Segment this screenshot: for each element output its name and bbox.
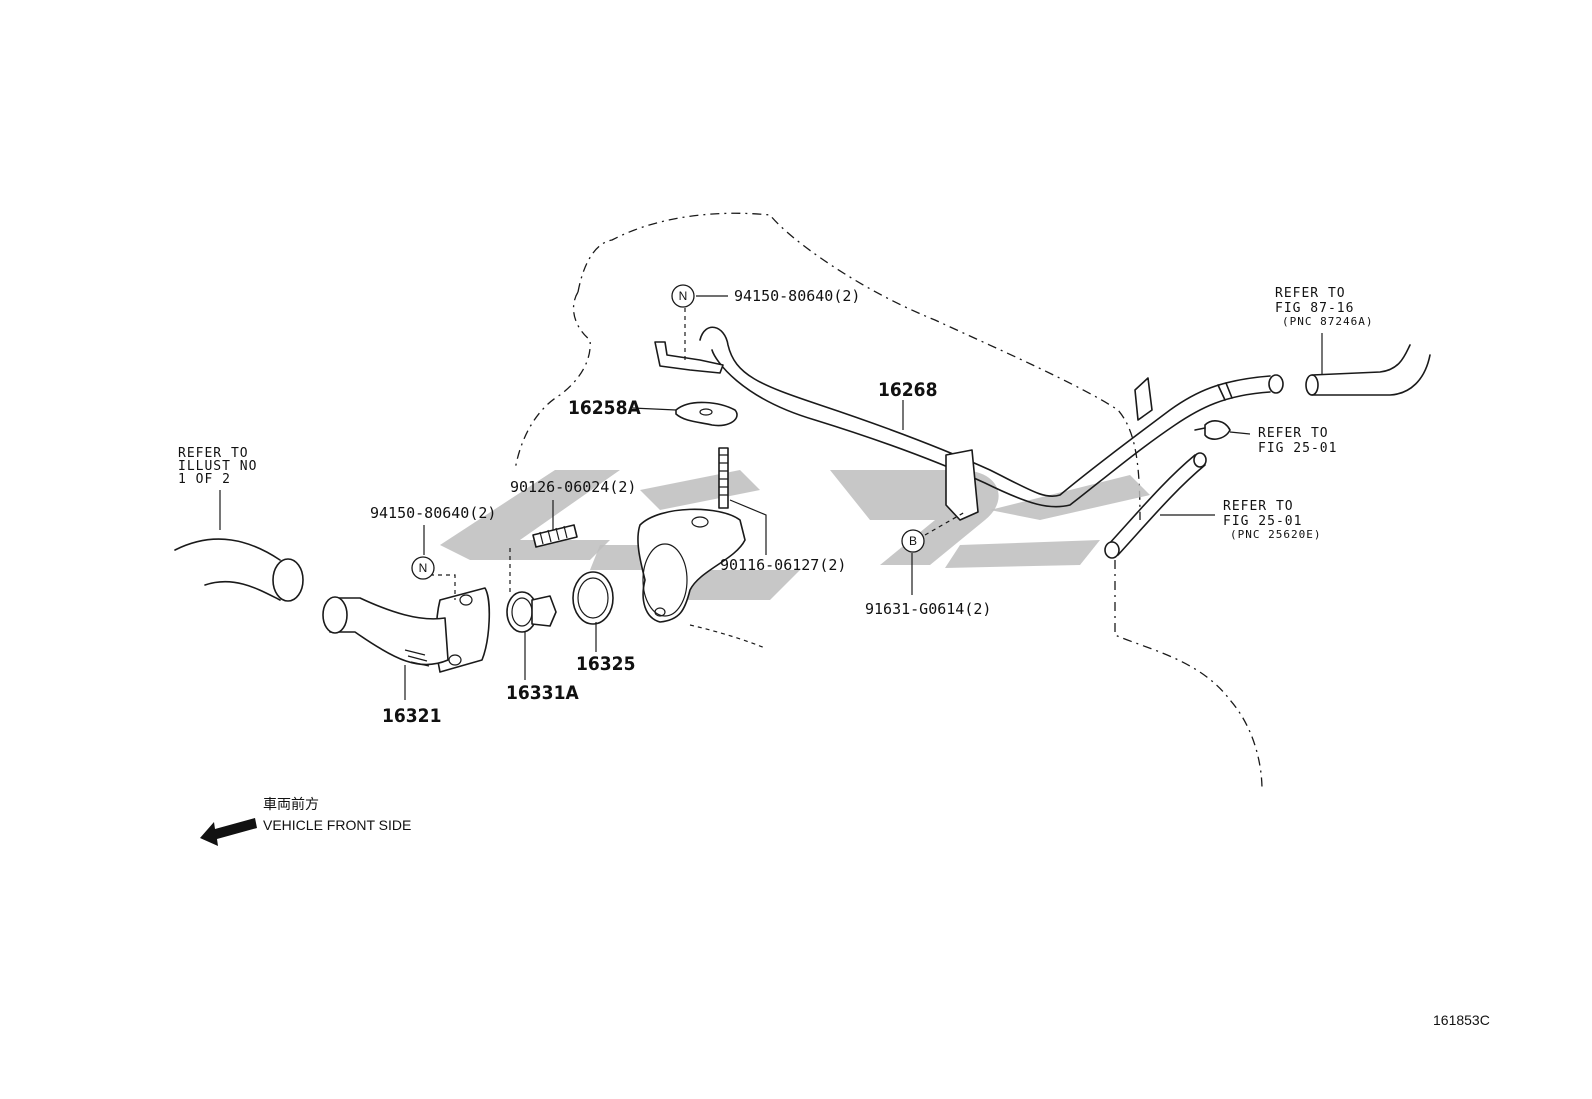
- hose-left: [174, 538, 304, 602]
- svg-text:FIG 25-01: FIG 25-01: [1223, 514, 1302, 529]
- label-94150-left[interactable]: 94150-80640(2): [370, 504, 496, 522]
- leader-lines: [219, 295, 1323, 700]
- svg-text:REFER TO: REFER TO: [1223, 499, 1294, 514]
- stud-90116-06127: [718, 447, 729, 509]
- hose-clamp: [1194, 420, 1231, 440]
- gasket-16258a-shape: [675, 401, 738, 427]
- gasket-ring-16325: [572, 571, 614, 625]
- label-16321[interactable]: 16321: [382, 705, 441, 727]
- svg-text:FIG 25-01: FIG 25-01: [1258, 441, 1337, 456]
- arrow-left-icon: [200, 818, 257, 846]
- direction-en: VEHICLE FRONT SIDE: [263, 817, 411, 833]
- stud-90126-06024: [532, 524, 578, 548]
- svg-text:(PNC 25620E): (PNC 25620E): [1230, 528, 1321, 541]
- vehicle-front-indicator: 車両前方 VEHICLE FRONT SIDE: [200, 796, 411, 846]
- ref-mid-right[interactable]: REFER TO FIG 25-01: [1258, 426, 1337, 456]
- marker-n-left: N: [411, 556, 435, 580]
- hose-top-right: [1305, 344, 1431, 396]
- svg-text:(PNC 87246A): (PNC 87246A): [1282, 315, 1373, 328]
- gasket-hole: [699, 408, 713, 416]
- svg-text:REFER TO: REFER TO: [1258, 426, 1329, 441]
- ref-low-right[interactable]: REFER TO FIG 25-01 (PNC 25620E): [1223, 499, 1321, 541]
- svg-text:REFER TO: REFER TO: [1275, 286, 1346, 301]
- marker-b: B: [901, 529, 925, 553]
- ref-top-right[interactable]: REFER TO FIG 87-16 (PNC 87246A): [1275, 286, 1373, 328]
- water-inlet-16321: [322, 587, 491, 673]
- direction-jp: 車両前方: [263, 796, 319, 812]
- label-16268[interactable]: 16268: [878, 379, 937, 401]
- label-91631[interactable]: 91631-G0614(2): [865, 600, 991, 618]
- water-outlet-housing: [637, 508, 746, 623]
- thermostat-16331a: [506, 591, 557, 633]
- svg-text:FIG 87-16: FIG 87-16: [1275, 301, 1354, 316]
- svg-text:1 OF 2: 1 OF 2: [178, 472, 231, 487]
- label-16258a[interactable]: 16258A: [568, 397, 641, 419]
- label-90126[interactable]: 90126-06024(2): [510, 478, 636, 496]
- label-16331a[interactable]: 16331A: [506, 682, 579, 704]
- label-94150-top[interactable]: 94150-80640(2): [734, 287, 860, 305]
- svg-text:N: N: [679, 289, 688, 303]
- svg-text:REFER TO: REFER TO: [178, 446, 249, 461]
- svg-text:ILLUST NO: ILLUST NO: [178, 459, 257, 474]
- marker-n-top: N: [671, 284, 695, 308]
- svg-text:N: N: [419, 561, 428, 575]
- label-90116[interactable]: 90116-06127(2): [720, 556, 846, 574]
- svg-text:B: B: [909, 534, 917, 548]
- figure-id: 161853C: [1433, 1012, 1490, 1028]
- ref-left[interactable]: REFER TO ILLUST NO 1 OF 2: [178, 446, 257, 487]
- hose-low-right: [1104, 452, 1207, 559]
- pipe-16268: [654, 326, 1284, 521]
- label-16325[interactable]: 16325: [576, 653, 635, 675]
- engine-outline: [514, 212, 1263, 791]
